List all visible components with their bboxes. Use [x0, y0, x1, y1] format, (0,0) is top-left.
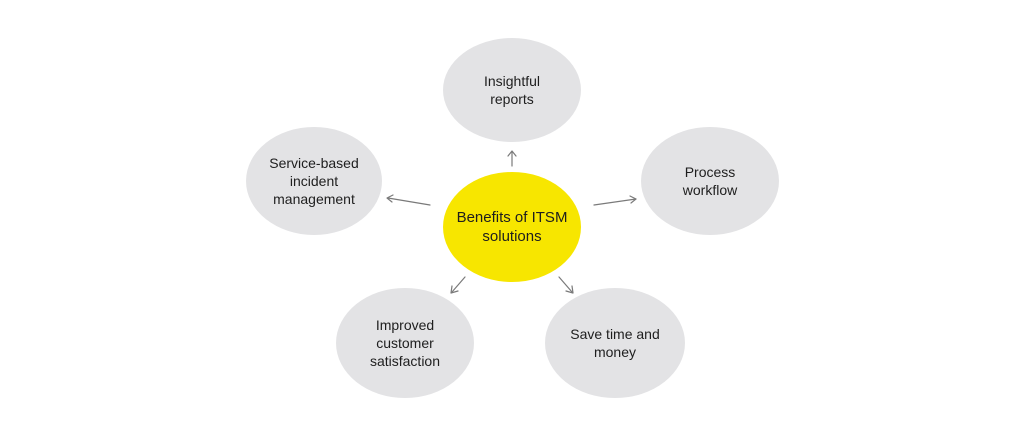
node-process-workflow-label: Process workflow [682, 164, 738, 198]
node-improved-customer-satisfaction: Improved customer satisfaction [336, 288, 474, 398]
arrow-to-save-time-and-money [558, 276, 574, 294]
node-insightful-reports: Insightful reports [443, 38, 581, 142]
node-process-workflow: Process workflow [641, 127, 779, 235]
arrow-to-service-based-incident-management [386, 194, 431, 206]
node-improved-customer-satisfaction-label: Improved customer satisfaction [369, 317, 441, 369]
node-save-time-and-money-label: Save time and money [570, 326, 660, 360]
arrow-to-insightful-reports [507, 150, 517, 167]
arrow-to-process-workflow [593, 195, 637, 206]
center-node-label: Benefits of ITSM solutions [456, 209, 568, 245]
node-service-based-incident-management: Service-based incident management [246, 127, 382, 235]
node-insightful-reports-label: Insightful reports [483, 73, 541, 107]
arrow-to-improved-customer-satisfaction [450, 276, 466, 294]
center-node-benefits-of-itsm: Benefits of ITSM solutions [443, 172, 581, 282]
node-service-based-incident-management-label: Service-based incident management [269, 155, 359, 207]
node-save-time-and-money: Save time and money [545, 288, 685, 398]
